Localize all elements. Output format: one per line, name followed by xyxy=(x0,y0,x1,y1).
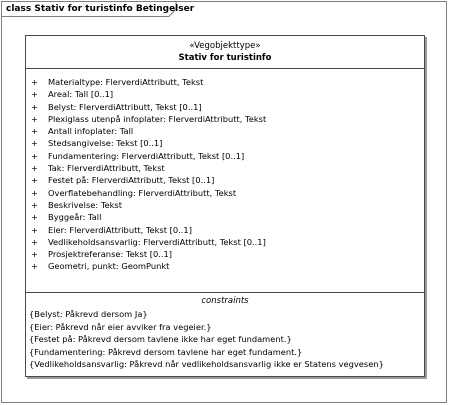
attribute-text: Festet på: FlerverdiAttributt, Tekst [0.… xyxy=(48,175,215,186)
attribute-row: + Eier: FlerverdiAttributt, Tekst [0..1] xyxy=(26,224,424,236)
class-name: Stativ for turistinfo xyxy=(178,53,272,63)
attribute-text: Eier: FlerverdiAttributt, Tekst [0..1] xyxy=(48,224,192,235)
constraints-title: constraints xyxy=(201,296,249,306)
attribute-text: Belyst: FlerverdiAttributt, Tekst [0..1] xyxy=(48,101,202,112)
attribute-text: Plexiglass utenpå infoplater: FlerverdiA… xyxy=(48,113,267,124)
frame-title: class Stativ for turistinfo Betingelser xyxy=(6,4,195,14)
constraint-row: {Fundamentering: Påkrevd dersom tavlene … xyxy=(29,346,303,357)
uml-class-box[interactable]: «Vegobjekttype» Stativ for turistinfo + M… xyxy=(25,35,425,377)
constraint-row: {Eier: Påkrevd når eier avviker fra vege… xyxy=(29,321,212,332)
attribute-row: + Vedlikeholdsansvarlig: FlerverdiAttribu… xyxy=(26,236,424,248)
constraint-compartment: constraints {Belyst: Påkrevd dersom Ja} … xyxy=(26,293,424,371)
attribute-row: + Festet på: FlerverdiAttributt, Tekst [0… xyxy=(26,174,424,186)
visibility-marker: + xyxy=(31,175,38,186)
attribute-text: Beskrivelse: Tekst xyxy=(48,199,122,210)
attribute-row: + Byggeår: Tall xyxy=(26,211,424,223)
visibility-marker: + xyxy=(31,261,38,272)
visibility-marker: + xyxy=(31,89,38,100)
frame-title-tab xyxy=(1,1,177,17)
visibility-marker: + xyxy=(31,150,38,161)
attribute-row: + Stedsangivelse: Tekst [0..1] xyxy=(26,137,424,149)
attribute-row: + Prosjektreferanse: Tekst [0..1] xyxy=(26,248,424,260)
attribute-row: + Fundamentering: FlerverdiAttributt, Tek… xyxy=(26,150,424,162)
visibility-marker: + xyxy=(31,199,38,210)
visibility-marker: + xyxy=(31,126,38,137)
visibility-marker: + xyxy=(31,212,38,223)
attribute-row: + Antall infoplater: Tall xyxy=(26,125,424,137)
visibility-marker: + xyxy=(31,101,38,112)
constraint-row: {Vedlikeholdsansvarlig: Påkrevd når vedl… xyxy=(29,359,384,369)
class-stereotype: «Vegobjekttype» xyxy=(189,41,261,51)
attribute-row: + Overflatebehandling: FlerverdiAttributt… xyxy=(26,187,424,199)
visibility-marker: + xyxy=(31,249,38,260)
visibility-marker: + xyxy=(31,236,38,247)
attribute-compartment: + Materialtype: FlerverdiAttributt, Tekst… xyxy=(26,69,424,293)
visibility-marker: + xyxy=(31,138,38,149)
attribute-text: Fundamentering: FlerverdiAttributt, Teks… xyxy=(48,150,245,161)
attribute-text: Vedlikeholdsansvarlig: FlerverdiAttribut… xyxy=(48,236,266,247)
attribute-row: + Areal: Tall [0..1] xyxy=(26,88,424,100)
constraint-row: {Festet på: Påkrevd dersom tavlene ikke … xyxy=(29,334,292,344)
attribute-text: Tak: FlerverdiAttributt, Tekst xyxy=(48,163,165,174)
attribute-text: Prosjektreferanse: Tekst [0..1] xyxy=(48,249,173,260)
attribute-row: + Geometri, punkt: GeomPunkt xyxy=(26,260,424,272)
attribute-text: Overflatebehandling: FlerverdiAttributt,… xyxy=(48,187,237,198)
visibility-marker: + xyxy=(31,77,38,87)
attribute-text: Antall infoplater: Tall xyxy=(48,126,134,137)
visibility-marker: + xyxy=(31,113,38,124)
class-header: «Vegobjekttype» Stativ for turistinfo xyxy=(26,36,424,69)
visibility-marker: + xyxy=(31,224,38,235)
attribute-row: + Beskrivelse: Tekst xyxy=(26,199,424,211)
attribute-text: Geometri, punkt: GeomPunkt xyxy=(48,261,170,272)
attribute-text: Byggeår: Tall xyxy=(48,212,102,223)
attribute-row: + Belyst: FlerverdiAttributt, Tekst [0..1… xyxy=(26,101,424,113)
constraint-row: {Belyst: Påkrevd dersom Ja} xyxy=(29,309,148,319)
attribute-row: + Plexiglass utenpå infoplater: Flerverdi… xyxy=(26,113,424,125)
visibility-marker: + xyxy=(31,187,38,198)
attribute-text: Areal: Tall [0..1] xyxy=(48,89,114,100)
attribute-text: Materialtype: FlerverdiAttributt, Tekst xyxy=(48,77,204,87)
attribute-text: Stedsangivelse: Tekst [0..1] xyxy=(48,138,163,149)
attribute-row: + Tak: FlerverdiAttributt, Tekst xyxy=(26,162,424,174)
attribute-row: + Materialtype: FlerverdiAttributt, Tekst xyxy=(26,76,424,88)
visibility-marker: + xyxy=(31,163,38,174)
